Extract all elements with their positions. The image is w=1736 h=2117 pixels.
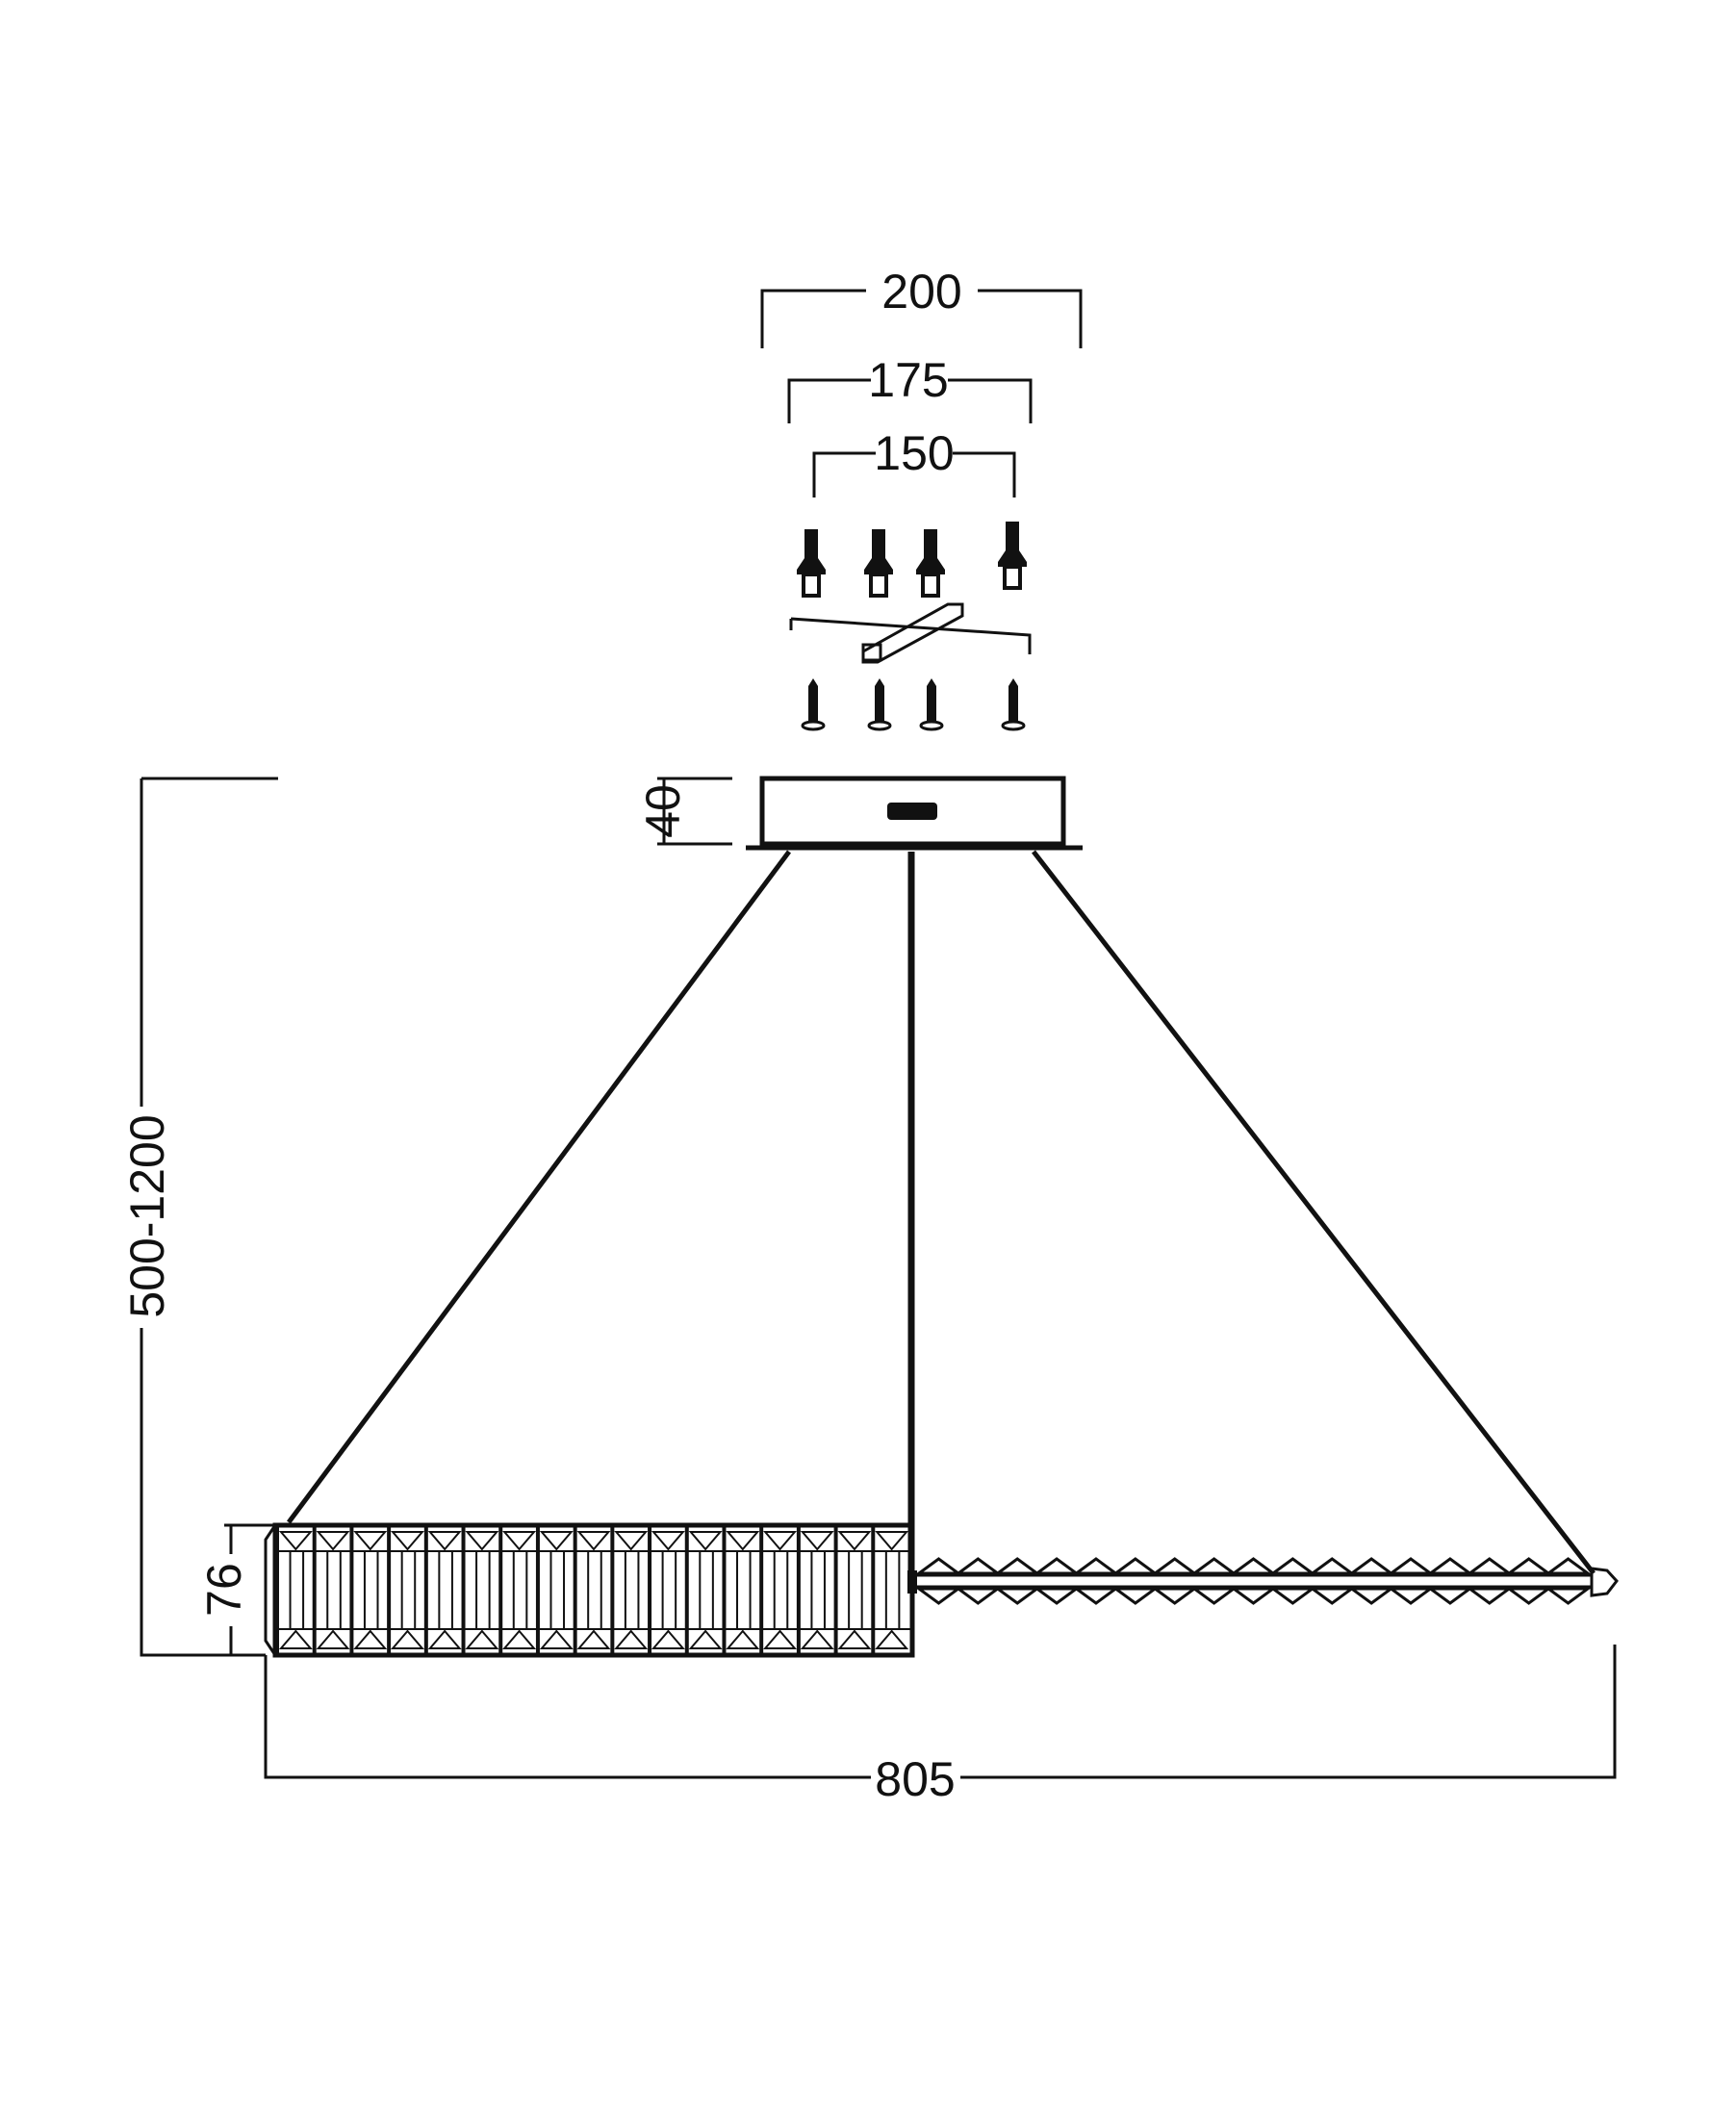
dimension-175: 175 xyxy=(787,353,1033,423)
screws xyxy=(801,678,1026,731)
crystal-prism xyxy=(796,1525,834,1655)
crystal-prism xyxy=(349,1525,388,1655)
crystal-diamond xyxy=(1387,1557,1436,1605)
dimension-label-805: 805 xyxy=(875,1752,955,1806)
wall-anchors xyxy=(797,522,1027,598)
screw-icon xyxy=(1001,678,1026,731)
crystal-diamond xyxy=(1229,1557,1278,1605)
crystal-block-section xyxy=(264,1522,915,1658)
crystal-prism xyxy=(759,1525,798,1655)
suspension-wires xyxy=(286,850,1596,1575)
crystal-prism xyxy=(833,1525,872,1655)
crystal-diamond xyxy=(1347,1557,1396,1605)
crystal-prism xyxy=(535,1525,574,1655)
crystal-prism xyxy=(461,1525,499,1655)
crystal-diamond xyxy=(954,1557,1003,1605)
dimension-label-175: 175 xyxy=(868,353,948,407)
dimension-76: 76 xyxy=(197,1523,275,1655)
crystal-prism xyxy=(275,1525,313,1655)
wall-anchor-icon xyxy=(797,529,826,598)
crystal-prism xyxy=(610,1525,649,1655)
dimension-hanging-height: 500-1200 xyxy=(120,777,278,1657)
crystal-prism xyxy=(423,1525,462,1655)
dimension-label-150: 150 xyxy=(874,426,954,480)
crystal-prism xyxy=(312,1525,350,1655)
crystal-prism xyxy=(871,1525,909,1655)
crystal-prism xyxy=(387,1525,424,1655)
wall-anchor-icon xyxy=(916,529,945,598)
crystal-diamond xyxy=(993,1557,1042,1605)
crystal-diamond xyxy=(1544,1557,1593,1605)
crystal-diamond xyxy=(1268,1557,1317,1605)
crystal-diamond xyxy=(1071,1557,1120,1605)
crystal-diamond xyxy=(1111,1557,1160,1605)
dimension-label-76: 76 xyxy=(197,1563,251,1617)
crystal-diamond xyxy=(1150,1557,1199,1605)
crystal-diamond xyxy=(1504,1557,1553,1605)
dimension-150: 150 xyxy=(812,426,1016,497)
ceiling-canopy: 40 xyxy=(636,776,1083,851)
wall-anchor-icon xyxy=(864,529,893,598)
crystal-prism xyxy=(498,1525,537,1655)
crystal-diamond xyxy=(1308,1557,1357,1605)
crystal-bar-section xyxy=(907,1557,1619,1605)
dimension-label-500-1200: 500-1200 xyxy=(120,1114,174,1317)
screw-icon xyxy=(919,678,944,731)
crystal-prism xyxy=(648,1525,685,1655)
screw-icon xyxy=(801,678,826,731)
dimension-805: 805 xyxy=(264,1645,1617,1806)
screw-icon xyxy=(867,678,892,731)
crystal-diamond xyxy=(1425,1557,1474,1605)
dimension-label-40: 40 xyxy=(636,784,690,838)
mounting-bracket-icon xyxy=(789,602,1032,664)
crystal-diamond xyxy=(1189,1557,1238,1605)
canopy-vent-icon xyxy=(887,803,937,820)
crystal-diamond xyxy=(914,1557,963,1605)
crystal-diamond xyxy=(1033,1557,1082,1605)
crystal-diamond xyxy=(1465,1557,1514,1605)
crystal-prism xyxy=(573,1525,611,1655)
wall-anchor-icon xyxy=(998,522,1027,590)
dimension-label-200: 200 xyxy=(881,265,961,319)
crystal-prism xyxy=(722,1525,760,1655)
crystal-prism xyxy=(684,1525,723,1655)
dimension-200: 200 xyxy=(760,265,1083,348)
